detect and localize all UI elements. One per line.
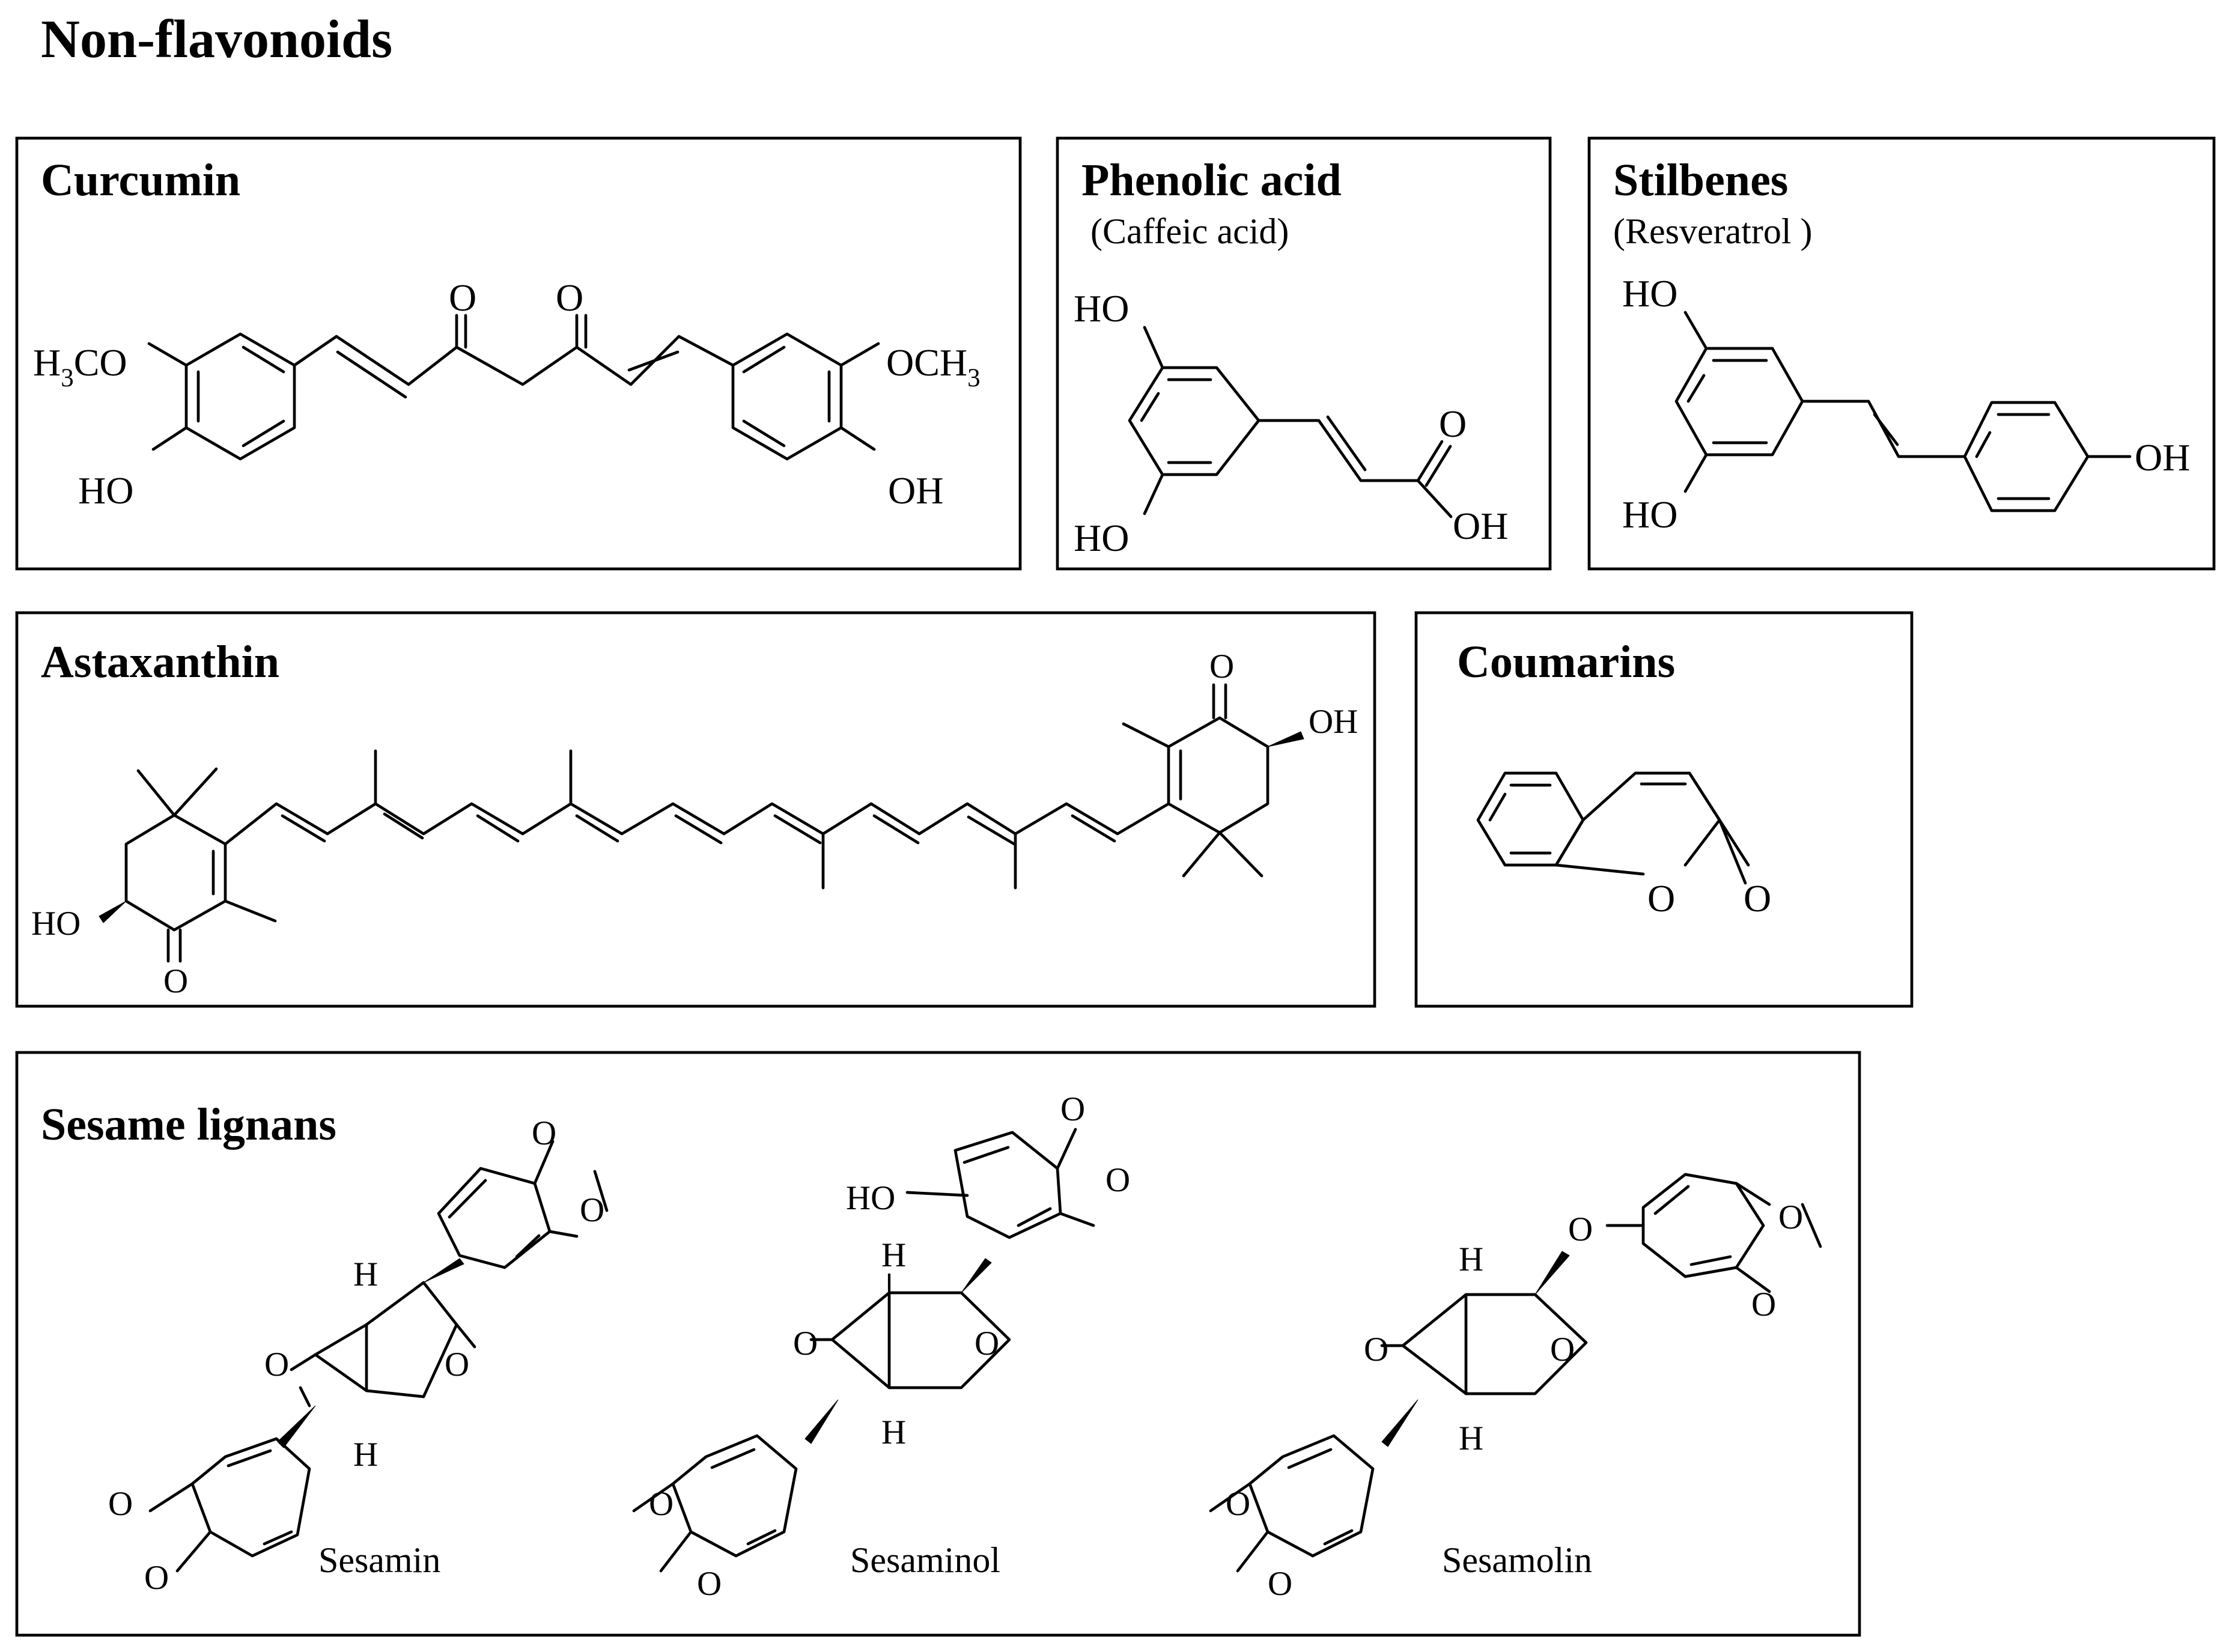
atom-label: H — [1459, 1420, 1483, 1457]
atom-label: HO — [31, 905, 81, 943]
atom-label: O — [1778, 1198, 1803, 1236]
stilbenes-title: Stilbenes — [1613, 155, 1788, 205]
page-title: Non-flavonoids — [41, 10, 392, 69]
atom-label: O — [532, 1114, 556, 1152]
atom-label: O — [1751, 1286, 1776, 1323]
atom-label: HO — [1622, 493, 1677, 536]
resveratrol-structure — [1674, 311, 2132, 512]
sesame-lignans-title: Sesame lignans — [41, 1099, 336, 1150]
atom-label: O — [1568, 1210, 1593, 1248]
atom-label: OCH3 — [886, 341, 981, 392]
atom-label: O — [1060, 1090, 1085, 1128]
atom-label: O — [1364, 1331, 1388, 1368]
atom-label: OH — [1309, 703, 1358, 741]
atom-label: O — [1268, 1565, 1292, 1603]
sesamin-structure — [148, 1140, 609, 1573]
astaxanthin-title: Astaxanthin — [41, 637, 279, 687]
atom-label: O — [144, 1559, 169, 1597]
curcumin-title: Curcumin — [41, 155, 240, 205]
coumarins-panel — [1414, 611, 1914, 1008]
atom-label: O — [445, 1346, 469, 1383]
atom-label: O — [449, 276, 476, 319]
phenolic-acid-subtitle: (Caffeic acid) — [1090, 211, 1289, 251]
atom-label: H3CO — [33, 341, 127, 392]
atom-label: O — [1439, 402, 1467, 445]
sesame-lignans-panel — [15, 1051, 1861, 1637]
atom-label: OH — [1453, 505, 1508, 547]
atom-label: HO — [1074, 517, 1129, 559]
sesamolin-structure — [1209, 1173, 1822, 1573]
curcumin-panel — [15, 136, 1022, 571]
astaxanthin-structure — [99, 683, 1304, 963]
caffeic-acid-structure — [1128, 326, 1453, 518]
atom-label: HO — [846, 1179, 895, 1217]
atom-label: HO — [1622, 272, 1677, 315]
atom-label: H — [1459, 1241, 1483, 1278]
stilbenes-subtitle: (Resveratrol ) — [1613, 211, 1813, 251]
atom-label: O — [264, 1346, 289, 1383]
atom-label: O — [1226, 1485, 1250, 1523]
atom-label: OH — [2135, 436, 2190, 479]
atom-label: O — [580, 1191, 604, 1229]
atom-label: O — [1647, 877, 1675, 920]
atom-label: H — [881, 1414, 906, 1451]
atom-label: O — [1744, 877, 1771, 920]
atom-label: O — [793, 1325, 818, 1362]
atom-label: H — [353, 1256, 378, 1293]
sesaminol-label: Sesaminol — [850, 1540, 1000, 1580]
atom-label: O — [108, 1485, 133, 1523]
coumarin-structure — [1476, 771, 1750, 885]
atom-label: HO — [78, 469, 133, 512]
atom-label: O — [649, 1485, 674, 1523]
phenolic-acid-panel — [1056, 136, 1552, 571]
atom-label: O — [556, 276, 583, 319]
atom-label: OH — [888, 469, 943, 512]
atom-label: O — [163, 962, 188, 1000]
sesaminol-structure — [632, 1128, 1095, 1573]
phenolic-acid-title: Phenolic acid — [1081, 155, 1342, 205]
atom-label: O — [697, 1565, 722, 1603]
atom-label: O — [1105, 1161, 1130, 1199]
atom-label: HO — [1074, 287, 1129, 330]
atom-label: O — [975, 1325, 999, 1362]
atom-label: H — [353, 1436, 378, 1474]
curcumin-structure — [147, 314, 880, 461]
coumarins-title: Coumarins — [1457, 637, 1675, 687]
atom-label: O — [1550, 1331, 1575, 1368]
atom-label: H — [881, 1236, 906, 1274]
atom-label: O — [1209, 648, 1234, 685]
astaxanthin-panel — [15, 611, 1376, 1008]
sesamolin-label: Sesamolin — [1442, 1540, 1592, 1580]
stilbenes-panel — [1587, 136, 2216, 571]
sesamin-label: Sesamin — [318, 1540, 440, 1580]
